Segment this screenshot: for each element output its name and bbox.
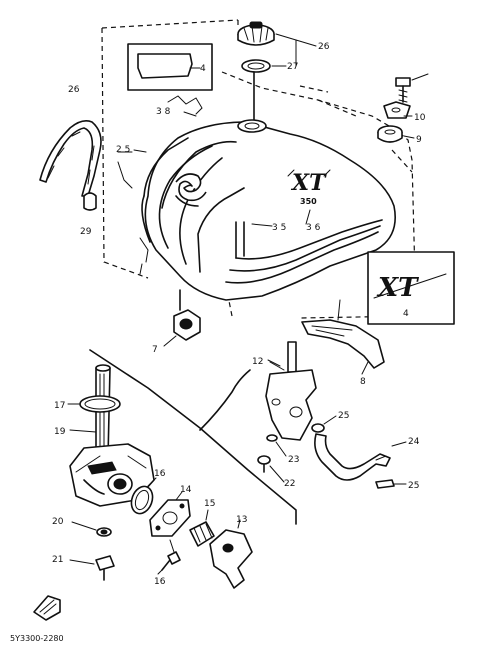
callout-4-emblem: 4 xyxy=(403,309,409,319)
callout-23: 23 xyxy=(288,455,299,465)
fuel-cap xyxy=(237,21,275,46)
washer-20 xyxy=(71,521,112,537)
fuel-cock-19 xyxy=(69,364,155,507)
callout-9: 9 xyxy=(416,135,422,145)
washer-23 xyxy=(266,434,287,457)
part-code: 5Y3300-2280 xyxy=(10,634,64,643)
fuel-hose-24 xyxy=(314,433,391,481)
callout-25-tank: 2 5 xyxy=(116,145,130,155)
callout-17: 17 xyxy=(54,401,65,411)
lever-13 xyxy=(209,519,253,589)
callout-26-strip: 26 xyxy=(68,85,80,95)
screw-22 xyxy=(257,455,285,483)
front-arrow-icon xyxy=(33,595,61,621)
washer-10 xyxy=(383,101,411,119)
callout-25-clamp-b: 25 xyxy=(408,481,419,491)
lever-plate-14 xyxy=(149,491,191,537)
callout-26-cap: 26 xyxy=(318,42,330,52)
emblem-logo-xt: XT xyxy=(376,273,419,303)
tank-emblem-swirl xyxy=(175,173,207,207)
label-box-38 xyxy=(127,43,213,91)
callout-16-gasket: 16 xyxy=(154,469,166,479)
emblem-box-4: XT xyxy=(367,251,455,325)
rubber-strip-28 xyxy=(39,120,102,197)
callout-21: 21 xyxy=(52,555,63,565)
callout-15: 15 xyxy=(204,499,215,509)
callout-29: 29 xyxy=(80,227,92,237)
callout-16-screw: 16 xyxy=(154,577,166,587)
callout-4-label: 4 xyxy=(200,64,206,74)
callout-labels: 26 27 26 3 8 4 10 9 2 5 29 3 5 3 6 4 7 8… xyxy=(52,42,426,587)
nut-7 xyxy=(163,289,201,347)
spring-15 xyxy=(189,509,215,547)
gasket-16 xyxy=(130,477,157,515)
callout-13: 13 xyxy=(236,515,247,525)
callout-36: 3 6 xyxy=(306,223,321,233)
callout-35: 3 5 xyxy=(272,223,286,233)
callout-25-clamp: 25 xyxy=(338,411,349,421)
cap-gasket xyxy=(241,59,271,121)
clamp-25 xyxy=(311,415,337,433)
callout-10: 10 xyxy=(414,113,426,123)
bolt-21 xyxy=(69,555,115,581)
callout-19: 19 xyxy=(54,427,66,437)
callout-27: 27 xyxy=(287,62,298,72)
fuel-tank: XT 350 xyxy=(141,119,396,301)
bolt-10 xyxy=(395,73,429,103)
callout-38: 3 8 xyxy=(156,107,171,117)
damper-29 xyxy=(83,192,97,211)
outlet-12 xyxy=(265,341,317,441)
callout-8: 8 xyxy=(360,377,366,387)
callout-14: 14 xyxy=(180,485,192,495)
callout-20: 20 xyxy=(52,517,64,527)
callout-7: 7 xyxy=(152,345,158,355)
tank-logo-xt: XT xyxy=(290,170,327,196)
clamp-25b xyxy=(375,479,407,489)
leader-lines xyxy=(133,111,415,367)
damper-9 xyxy=(377,125,403,143)
callout-12: 12 xyxy=(252,357,263,367)
screw-16b xyxy=(157,551,181,575)
callout-24: 24 xyxy=(408,437,420,447)
tank-logo-sub: 350 xyxy=(300,197,317,206)
callout-22: 22 xyxy=(284,479,295,489)
bracket-8 xyxy=(301,299,385,375)
